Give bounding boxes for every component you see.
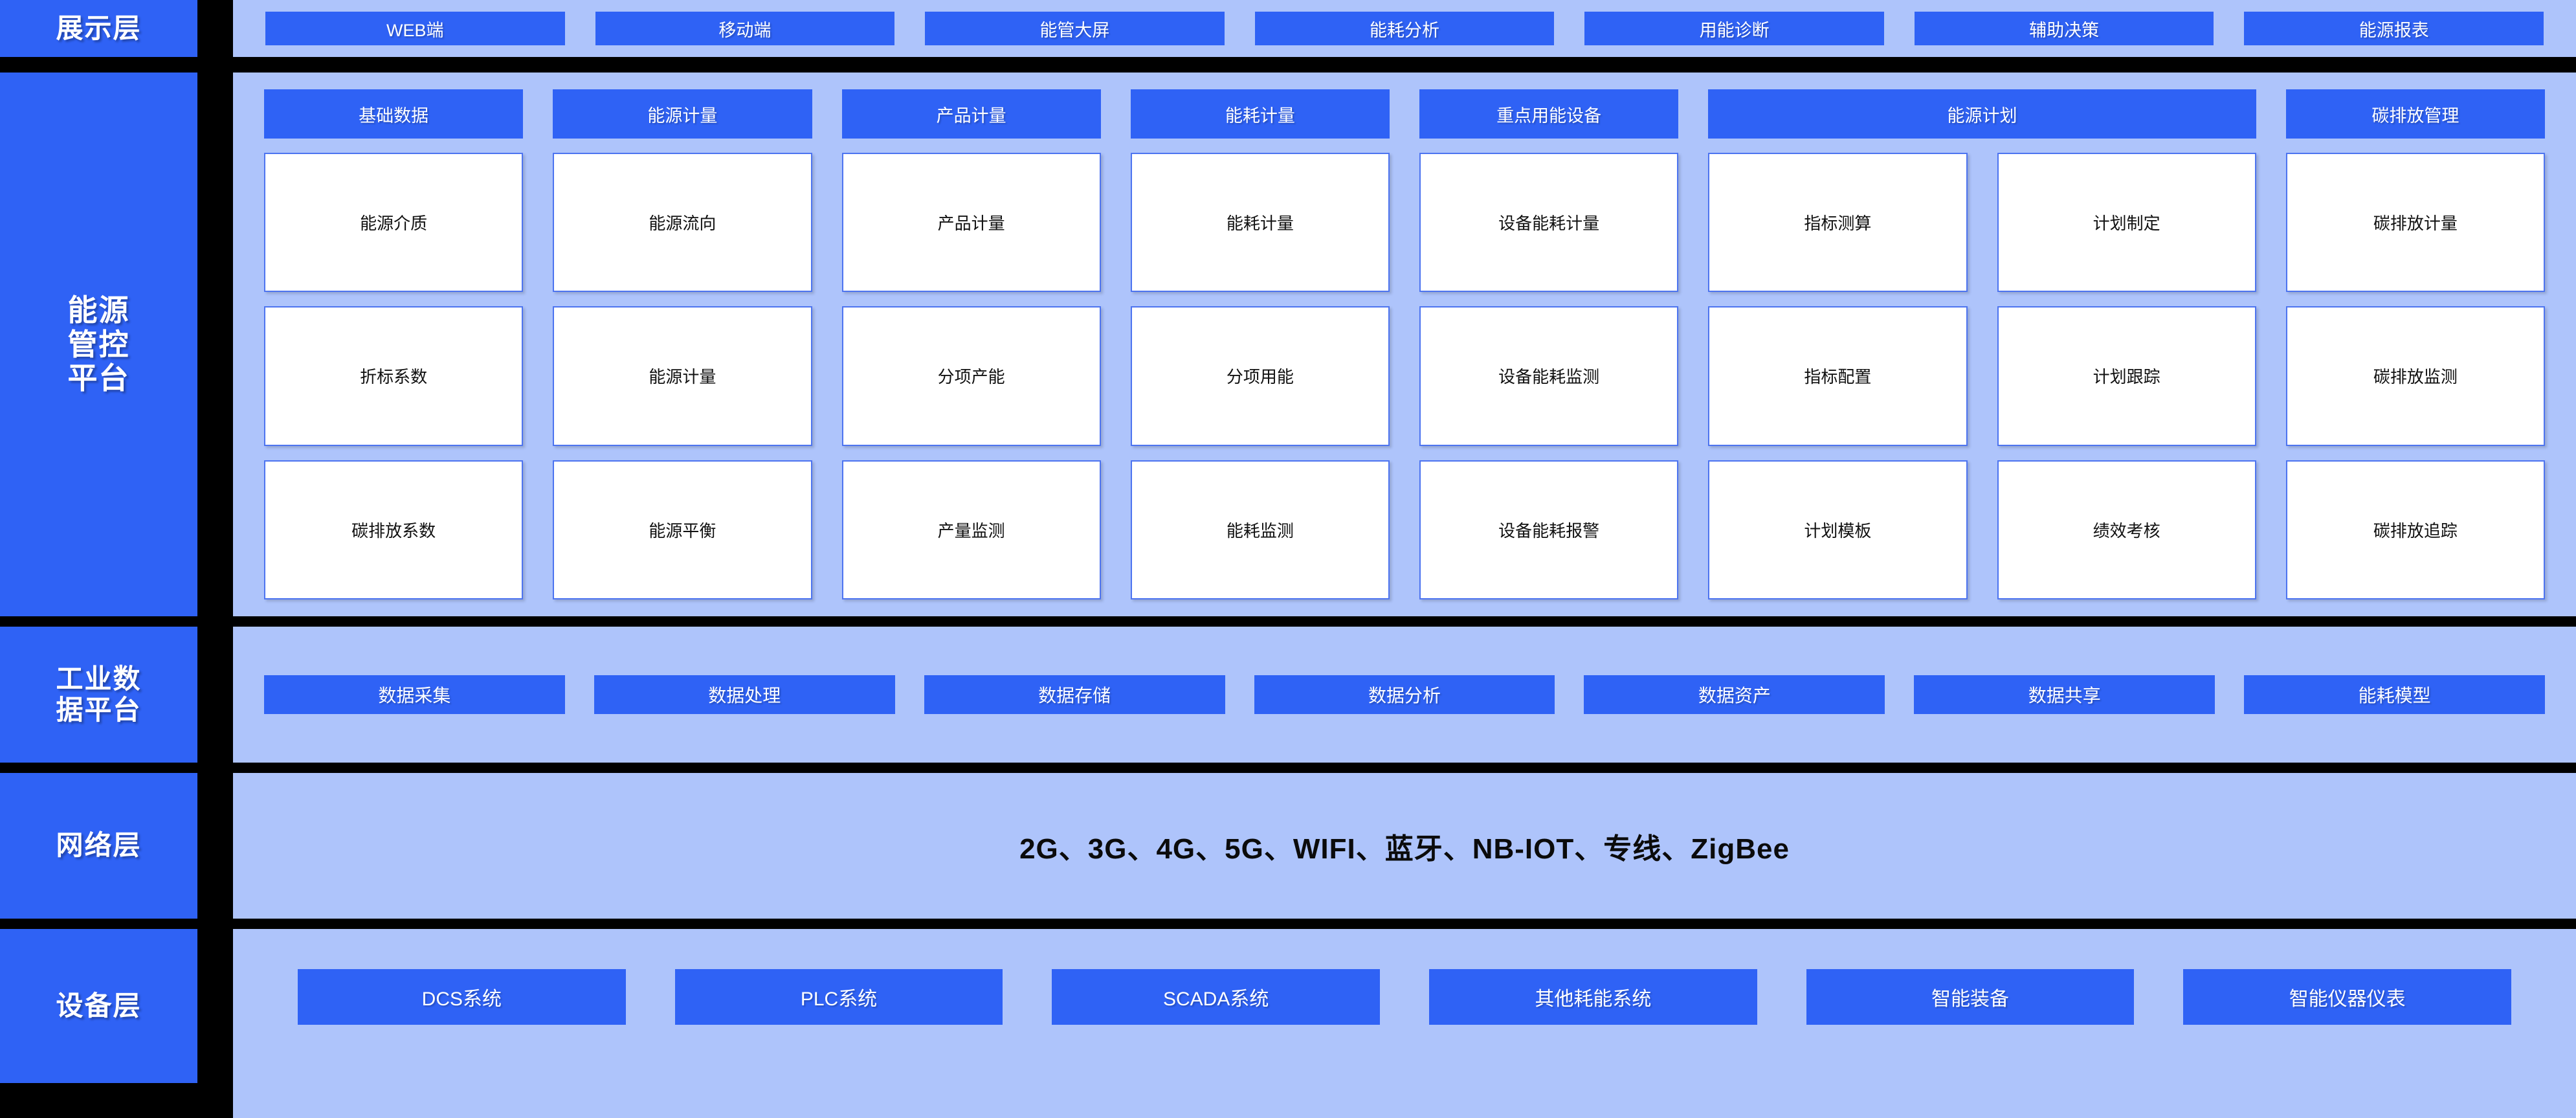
platform-cell[interactable]: 产品计量 — [841, 153, 1101, 293]
platform-cell[interactable]: 碳排放系数 — [264, 460, 524, 599]
platform-cell[interactable]: 绩效考核 — [1997, 460, 2256, 599]
device-layer-bottom-strip — [233, 1083, 2576, 1118]
platform-cell[interactable]: 计划跟踪 — [1997, 306, 2256, 446]
display-item-decision-support[interactable]: 辅助决策 — [1914, 12, 2214, 45]
platform-grid: 基础数据 能源计量 产品计量 能耗计量 重点用能设备 能源计划 碳排放管理 能源… — [264, 89, 2545, 599]
layer-row-device: 设备层 DCS系统 PLC系统 SCADA系统 其他耗能系统 智能装备 智能仪器… — [0, 929, 2576, 1083]
display-items-track: WEB端 移动端 能管大屏 能耗分析 用能诊断 辅助决策 能源报表 — [265, 12, 2544, 45]
platform-cell[interactable]: 设备能耗计量 — [1419, 153, 1679, 293]
platform-cell[interactable]: 能源流向 — [553, 153, 812, 293]
layer-body-network: 2G、3G、4G、5G、WIFI、蓝牙、NB-IOT、专线、ZigBee — [233, 773, 2576, 919]
platform-cell[interactable]: 指标测算 — [1708, 153, 1968, 293]
layer-row-platform: 能源 管控 平台 基础数据 能源计量 产品计量 能耗计量 重点用能设备 能源计划… — [0, 73, 2576, 616]
layer-row-network: 网络层 2G、3G、4G、5G、WIFI、蓝牙、NB-IOT、专线、ZigBee — [0, 773, 2576, 919]
layer-body-data-platform: 数据采集 数据处理 数据存储 数据分析 数据资产 数据共享 能耗模型 — [233, 627, 2576, 763]
layer-label-network: 网络层 — [0, 773, 197, 919]
platform-cell[interactable]: 折标系数 — [264, 306, 524, 446]
data-platform-item-storage[interactable]: 数据存储 — [924, 675, 1225, 714]
platform-header-carbon-emission-management[interactable]: 碳排放管理 — [2285, 89, 2545, 139]
layer-row-data-platform: 工业数 据平台 数据采集 数据处理 数据存储 数据分析 数据资产 数据共享 能耗… — [0, 627, 2576, 763]
layer-label-data-platform: 工业数 据平台 — [0, 627, 197, 763]
layer-row-display: 展示层 WEB端 移动端 能管大屏 能耗分析 用能诊断 辅助决策 能源报表 — [0, 0, 2576, 57]
data-platform-item-sharing[interactable]: 数据共享 — [1914, 675, 2215, 714]
platform-cell[interactable]: 产量监测 — [841, 460, 1101, 599]
device-item-smart-instruments[interactable]: 智能仪器仪表 — [2183, 969, 2512, 1025]
platform-cell[interactable]: 碳排放追踪 — [2285, 460, 2545, 599]
platform-cell[interactable]: 能源平衡 — [553, 460, 812, 599]
layer-label-display: 展示层 — [0, 0, 197, 57]
display-item-usage-diagnosis[interactable]: 用能诊断 — [1584, 12, 1884, 45]
platform-cell[interactable]: 计划制定 — [1997, 153, 2256, 293]
layer-label-data-platform-text: 工业数 据平台 — [56, 663, 142, 725]
platform-header-energy-plan[interactable]: 能源计划 — [1708, 89, 2256, 139]
platform-cell[interactable]: 设备能耗监测 — [1419, 306, 1679, 446]
device-item-plc[interactable]: PLC系统 — [674, 969, 1003, 1025]
platform-header-product-metering[interactable]: 产品计量 — [841, 89, 1101, 139]
data-platform-items-track: 数据采集 数据处理 数据存储 数据分析 数据资产 数据共享 能耗模型 — [264, 662, 2546, 728]
platform-header-key-energy-equipment[interactable]: 重点用能设备 — [1419, 89, 1679, 139]
platform-header-energy-consumption-metering[interactable]: 能耗计量 — [1130, 89, 1390, 139]
data-platform-item-energy-model[interactable]: 能耗模型 — [2244, 675, 2546, 714]
display-item-mobile[interactable]: 移动端 — [595, 12, 895, 45]
network-protocols-text: 2G、3G、4G、5G、WIFI、蓝牙、NB-IOT、专线、ZigBee — [1019, 833, 1790, 865]
data-platform-item-assets[interactable]: 数据资产 — [1584, 675, 1885, 714]
platform-cell[interactable]: 指标配置 — [1708, 306, 1968, 446]
data-platform-item-processing[interactable]: 数据处理 — [594, 675, 895, 714]
device-item-dcs[interactable]: DCS系统 — [298, 969, 626, 1025]
layer-body-device: DCS系统 PLC系统 SCADA系统 其他耗能系统 智能装备 智能仪器仪表 — [233, 929, 2576, 1083]
layer-label-device: 设备层 — [0, 929, 197, 1083]
platform-cell[interactable]: 能耗监测 — [1130, 460, 1390, 599]
display-item-web[interactable]: WEB端 — [265, 12, 565, 45]
platform-cell[interactable]: 碳排放计量 — [2285, 153, 2545, 293]
display-item-big-screen[interactable]: 能管大屏 — [925, 12, 1225, 45]
layer-body-platform: 基础数据 能源计量 产品计量 能耗计量 重点用能设备 能源计划 碳排放管理 能源… — [233, 73, 2576, 616]
platform-header-basic-data[interactable]: 基础数据 — [264, 89, 524, 139]
platform-cell[interactable]: 能源介质 — [264, 153, 524, 293]
display-item-energy-report[interactable]: 能源报表 — [2244, 12, 2544, 45]
device-item-other-energy-systems[interactable]: 其他耗能系统 — [1429, 969, 1757, 1025]
platform-cell[interactable]: 碳排放监测 — [2285, 306, 2545, 446]
data-platform-item-collection[interactable]: 数据采集 — [264, 675, 565, 714]
platform-cell[interactable]: 设备能耗报警 — [1419, 460, 1679, 599]
device-item-scada[interactable]: SCADA系统 — [1052, 969, 1381, 1025]
platform-cell[interactable]: 分项用能 — [1130, 306, 1390, 446]
platform-cell[interactable]: 计划模板 — [1708, 460, 1968, 599]
layer-label-platform: 能源 管控 平台 — [0, 73, 197, 616]
layer-body-display: WEB端 移动端 能管大屏 能耗分析 用能诊断 辅助决策 能源报表 — [233, 0, 2576, 57]
platform-cell[interactable]: 分项产能 — [841, 306, 1101, 446]
platform-cell[interactable]: 能源计量 — [553, 306, 812, 446]
platform-header-energy-metering[interactable]: 能源计量 — [553, 89, 812, 139]
data-platform-item-analysis[interactable]: 数据分析 — [1254, 675, 1555, 714]
device-items-track: DCS系统 PLC系统 SCADA系统 其他耗能系统 智能装备 智能仪器仪表 — [298, 969, 2512, 1025]
layer-label-platform-text: 能源 管控 平台 — [67, 293, 130, 396]
device-item-smart-equipment[interactable]: 智能装备 — [1806, 969, 2135, 1025]
display-item-energy-analysis[interactable]: 能耗分析 — [1254, 12, 1555, 45]
platform-cell[interactable]: 能耗计量 — [1130, 153, 1390, 293]
